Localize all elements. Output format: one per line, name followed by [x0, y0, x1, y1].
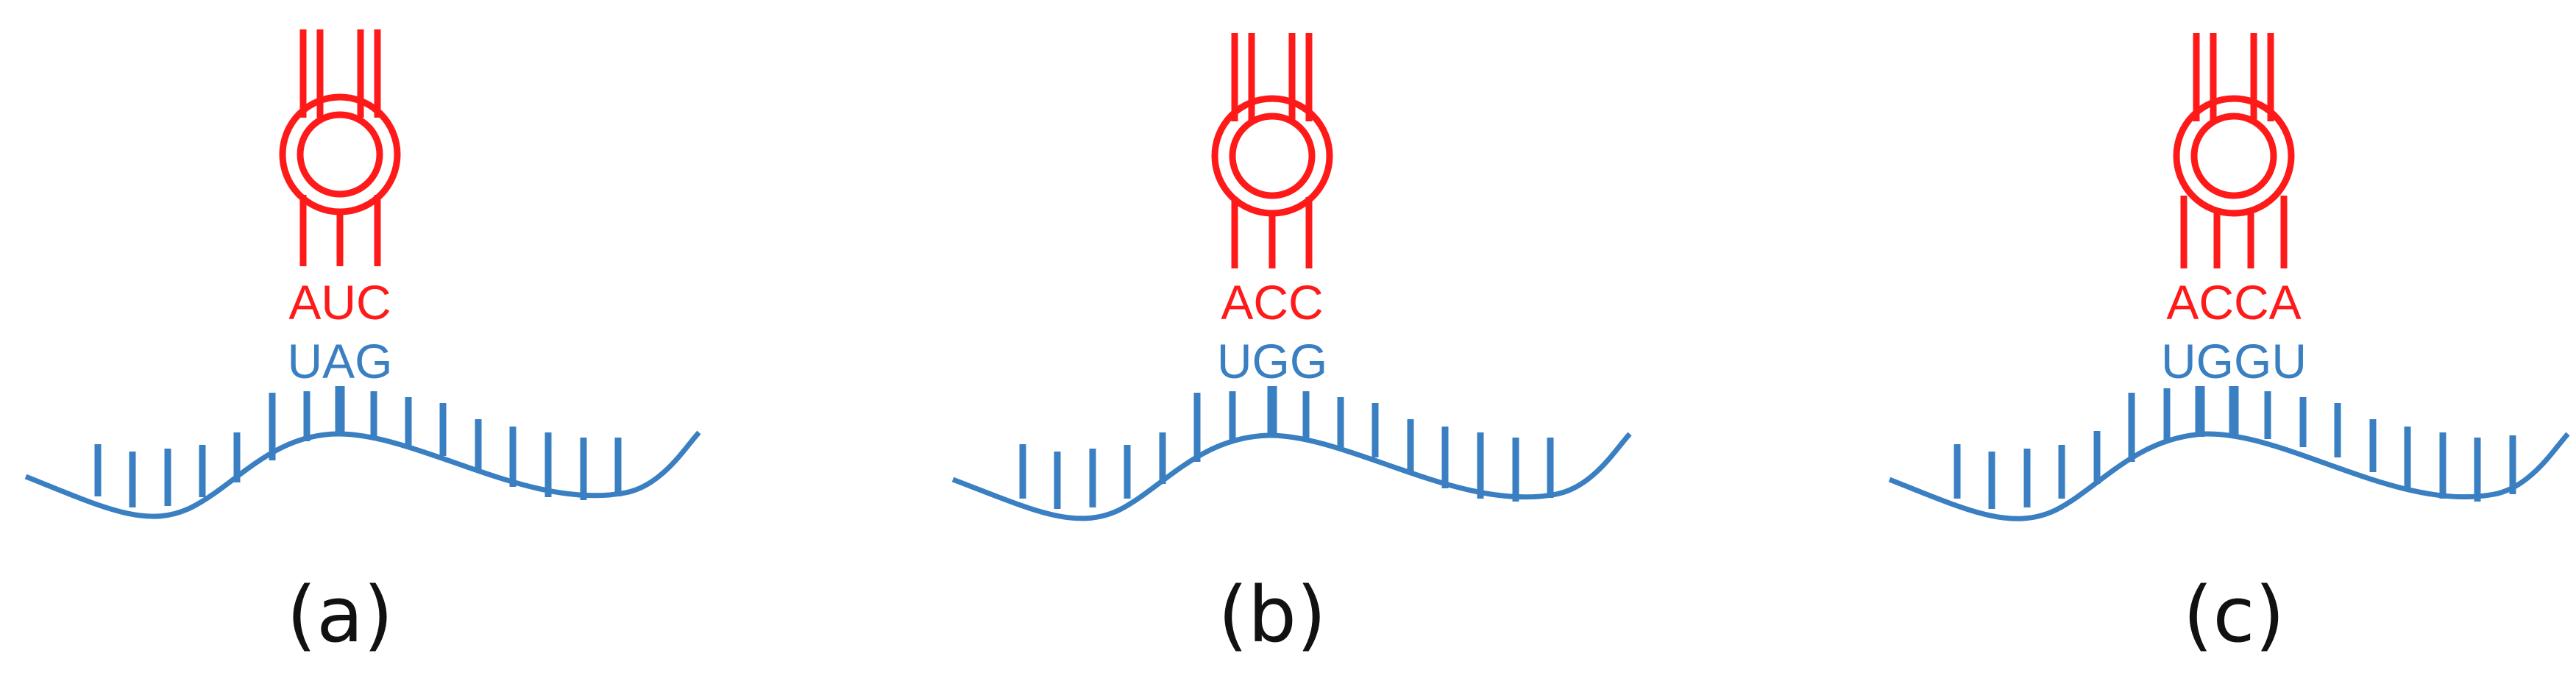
trna-loop-outer	[279, 93, 401, 215]
codon-label: UAG	[287, 334, 392, 388]
mrna-strand-c	[1888, 386, 2570, 521]
anticodon-label: AUC	[288, 275, 391, 329]
panel-caption: (b)	[1218, 570, 1326, 660]
trna-loop-inner	[2190, 113, 2277, 199]
trna-loop-outer	[2173, 95, 2295, 217]
panel-a: AUC UAG (a)	[24, 29, 701, 660]
trna-b	[1211, 33, 1333, 268]
trna-loop-outer	[1211, 95, 1333, 217]
anticodon-label: ACC	[1221, 275, 1323, 329]
trna-a	[279, 29, 401, 266]
codon-label: UGGU	[2161, 334, 2307, 388]
panel-b: ACC UGG (b)	[951, 33, 1632, 660]
mrna-strand-a	[24, 386, 701, 519]
trna-c	[2173, 33, 2295, 268]
trna-loop-inner	[297, 111, 383, 198]
panel-caption: (a)	[287, 570, 394, 660]
codon-label: UGG	[1217, 334, 1327, 388]
panel-caption: (c)	[2183, 570, 2285, 660]
anticodon-label: ACCA	[2166, 275, 2301, 329]
trna-loop-inner	[1229, 113, 1316, 199]
mrna-strand-b	[951, 386, 1632, 521]
panel-c: ACCA UGGU	[1888, 33, 2570, 660]
